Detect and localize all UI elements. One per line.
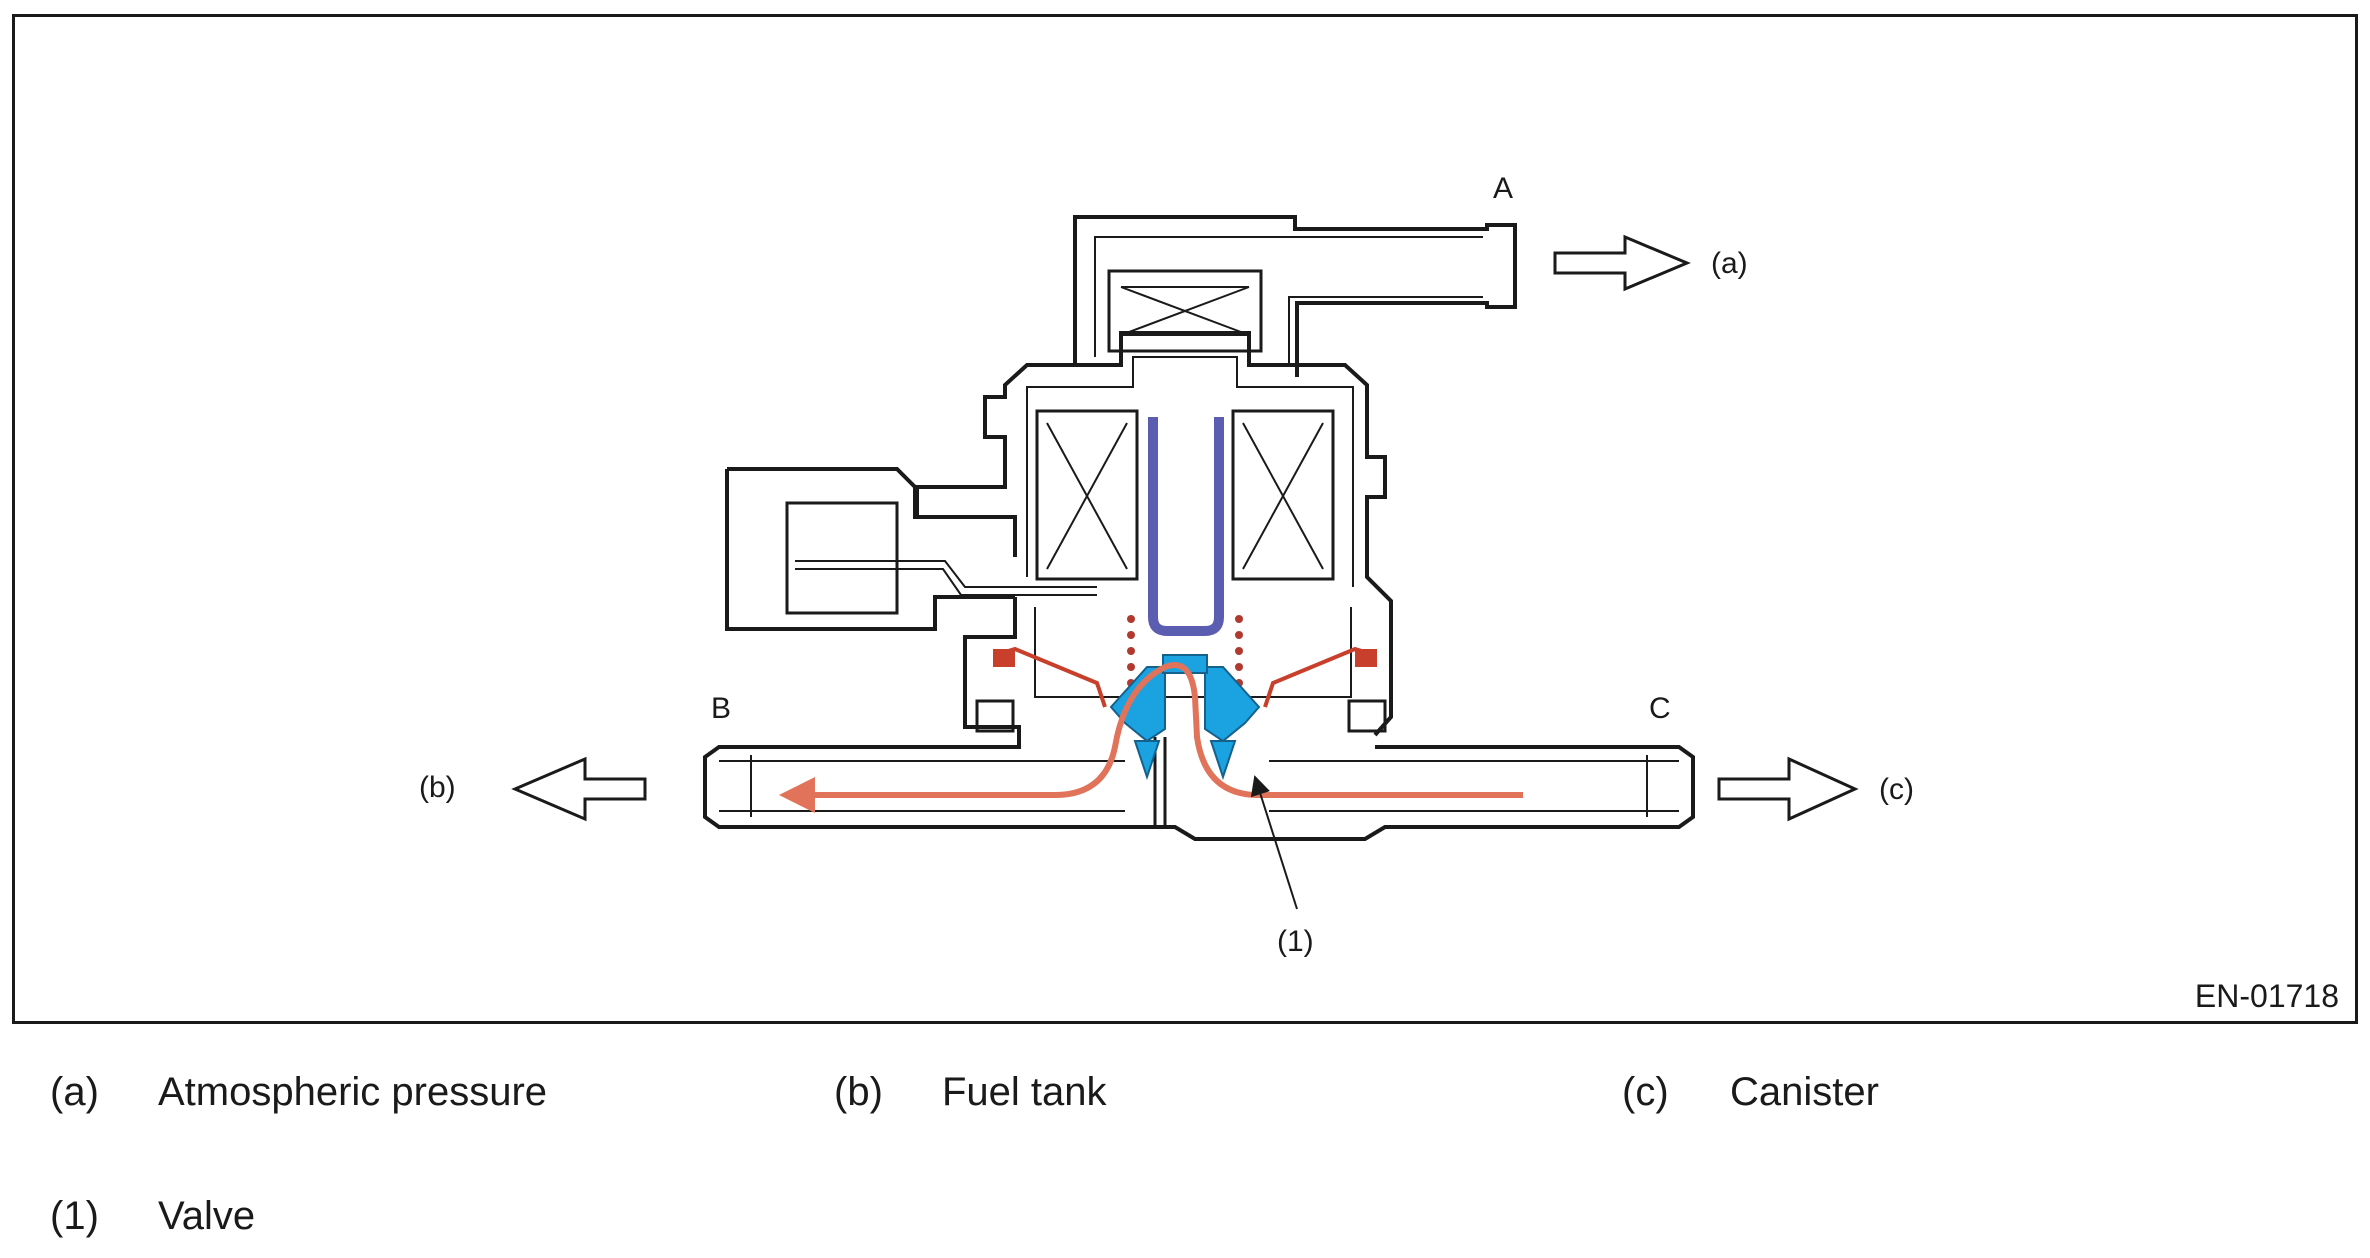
valve-cross-section-diagram: A B C (a) (b) (c) (1) [419, 172, 1914, 958]
legend-key: (1) [50, 1194, 99, 1238]
arrow-label-c: (c) [1879, 773, 1914, 806]
valve-body [703, 597, 1695, 841]
arrow-label-a: (a) [1711, 247, 1748, 280]
canister-arrow [1717, 756, 1859, 822]
figure-frame: A B C (a) (b) (c) (1) EN-01718 [12, 14, 2358, 1024]
port-b-label: B [711, 692, 731, 725]
legend-text: Atmospheric pressure [158, 1070, 548, 1114]
port-a-label: A [1493, 172, 1513, 205]
legend-item-c: (c) Canister [1622, 1070, 1879, 1115]
plunger [1148, 417, 1224, 636]
flow-arrow [779, 662, 1523, 813]
legend-item-b: (b) Fuel tank [834, 1070, 1107, 1115]
legend-text: Valve [158, 1194, 256, 1238]
valve-callout-label: (1) [1277, 925, 1314, 958]
port-c-label: C [1649, 692, 1671, 725]
figure-code: EN-01718 [2194, 978, 2339, 1014]
valve [1109, 654, 1261, 781]
legend-text: Canister [1730, 1070, 1879, 1114]
fuel-tank-arrow [511, 756, 647, 822]
electrical-connector [725, 467, 1097, 631]
legend-item-a: (a) Atmospheric pressure [50, 1070, 547, 1115]
legend-key: (a) [50, 1070, 99, 1114]
legend-text: Fuel tank [942, 1070, 1107, 1114]
port-a-tube [1073, 215, 1517, 377]
diaphragm-seals [993, 646, 1377, 708]
arrow-label-b: (b) [419, 771, 456, 804]
solenoid-housing [915, 331, 1393, 737]
springs [1127, 615, 1243, 687]
atmospheric-arrow [1553, 234, 1691, 292]
legend-item-1: (1) Valve [50, 1194, 255, 1239]
legend-key: (b) [834, 1070, 883, 1114]
valve-callout-line [1250, 775, 1298, 910]
legend-key: (c) [1622, 1070, 1669, 1114]
